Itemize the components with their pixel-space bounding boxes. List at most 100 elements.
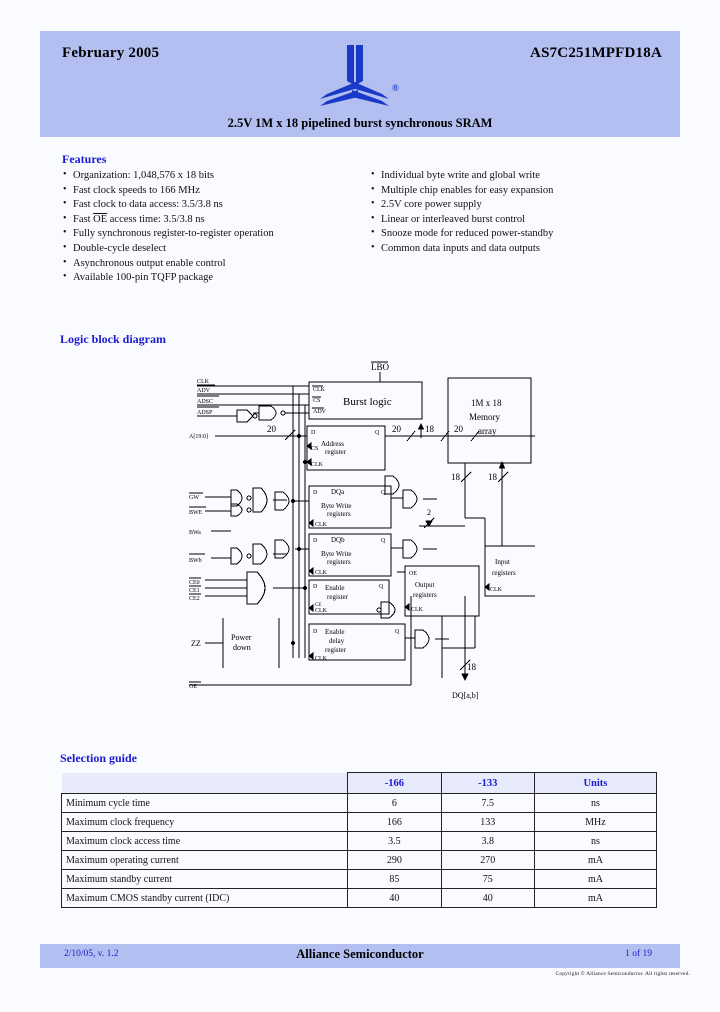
label-bus-2: 2	[427, 508, 431, 517]
tri-radial-logo-icon	[320, 45, 389, 106]
label-byte-write-b-1: Byte Write	[321, 550, 352, 558]
header-part-number: AS7C251MPFD18A	[530, 45, 662, 61]
logic-diagram-heading: Logic block diagram	[60, 332, 167, 346]
footer-company: Alliance Semiconductor	[296, 947, 424, 961]
label-memory-array-line2: Memory	[469, 412, 500, 422]
label-enable-register-2: register	[327, 593, 349, 601]
label-dqb: DQb	[331, 536, 345, 544]
label-addr-reg-cs: CS	[311, 446, 318, 452]
label-burst-adv: ADV	[313, 409, 327, 415]
footer-page-number: 1 of 19	[625, 949, 652, 959]
cell-166: 166	[347, 812, 442, 832]
label-out-reg-oe: OE	[409, 571, 417, 577]
label-adsp-input: ADSP	[197, 410, 213, 416]
feature-item: Fast clock to data access: 3.5/3.8 ns	[62, 197, 362, 213]
label-addr-reg-clk: CLK	[311, 462, 324, 468]
label-enable-delay-2: delay	[329, 637, 345, 645]
label-adv-input: ADV	[197, 388, 211, 394]
label-mem-in-18: 18	[488, 472, 498, 482]
label-lbo: LBO	[371, 362, 390, 372]
label-bwe-input: BWE	[189, 510, 203, 516]
label-in-reg-clk: CLK	[490, 587, 503, 593]
table-header: -166 -133 Units	[61, 772, 658, 794]
row-label: Minimum cycle time	[60, 793, 349, 813]
label-burst-cs: CS	[313, 398, 320, 404]
label-ce0-input: CE0	[189, 580, 200, 586]
label-zz-input: ZZ	[191, 639, 201, 648]
cell-166: 40	[347, 888, 442, 908]
label-en-reg-ce: CE	[315, 603, 321, 608]
oe-overline-label: OE	[93, 213, 108, 225]
cell-166: 85	[347, 869, 442, 889]
company-logo: ®	[310, 37, 410, 109]
label-dq-out-18: 18	[467, 662, 477, 672]
label-en-reg-clk: CLK	[315, 608, 328, 614]
table-row: Maximum clock frequency 166 133 MHz	[60, 812, 658, 832]
label-input-registers-1: Input	[495, 558, 510, 566]
cell-133: 3.8	[440, 831, 535, 851]
label-gw-input: GW	[189, 495, 199, 501]
footer-copyright: Copyright © Alliance Semiconductor. All …	[555, 971, 690, 977]
logic-block-diagram: LBO CLK CS ADV Burst logic CLK ADV ADSC	[175, 358, 535, 723]
table-header-row: -166 -133 Units	[61, 772, 658, 794]
cell-166: 3.5	[347, 831, 442, 851]
cell-units: mA	[533, 888, 658, 908]
label-bw-b-clk: CLK	[315, 570, 328, 576]
row-label: Maximum standby current	[60, 869, 349, 889]
label-input-registers-2: registers	[492, 569, 516, 577]
cell-133: 40	[440, 888, 535, 908]
label-address-register: Address	[321, 440, 344, 448]
column-header-166: -166	[347, 772, 442, 794]
label-addr-reg-d: D	[311, 430, 316, 436]
column-header-units: Units	[533, 772, 658, 794]
table-row: Minimum cycle time 6 7.5 ns	[60, 793, 658, 813]
features-heading: Features	[62, 152, 107, 166]
cell-166: 6	[347, 793, 442, 813]
label-address-bus: A[19:0]	[189, 434, 208, 440]
label-bus-18: 18	[425, 424, 435, 434]
label-burst-clk: CLK	[313, 387, 326, 393]
table-body: Minimum cycle time 6 7.5 ns Maximum cloc…	[60, 793, 658, 908]
logic-block-diagram-svg: LBO CLK CS ADV Burst logic CLK ADV ADSC	[189, 361, 535, 700]
label-address-register-2: register	[325, 448, 347, 456]
label-clk-input: CLK	[197, 379, 210, 385]
label-addr-reg-q: Q	[375, 430, 380, 436]
label-adsc-input: ADSC	[197, 399, 213, 405]
label-memory-array-line1: 1M x 18	[471, 398, 502, 408]
label-en-reg-d: D	[313, 584, 318, 590]
cell-units: mA	[533, 850, 658, 870]
label-output-registers-1: Output	[415, 581, 435, 589]
label-enable-delay-1: Enable	[325, 628, 344, 636]
label-byte-write-b-2: registers	[327, 558, 351, 566]
registered-trademark-icon: ®	[392, 83, 399, 93]
label-out-reg-clk: CLK	[411, 607, 424, 613]
label-bus-20-b: 20	[392, 424, 402, 434]
label-output-registers-2: registers	[413, 591, 437, 599]
label-endly-reg-d: D	[313, 629, 318, 635]
label-endly-reg-clk: CLK	[315, 656, 328, 662]
label-ce2-input: CE2	[189, 596, 200, 602]
features-list-left: Organization: 1,048,576 x 18 bits Fast c…	[62, 168, 362, 286]
feature-item: Asynchronous output enable control	[62, 256, 362, 272]
feature-item: Fast clock speeds to 166 MHz	[62, 183, 362, 199]
label-memory-array-line3: array	[478, 426, 497, 436]
feature-item: Fully synchronous register-to-register o…	[62, 226, 362, 242]
footer-revision: 2/10/05, v. 1.2	[64, 949, 119, 959]
feature-item: Multiple chip enables for easy expansion	[370, 183, 680, 199]
selection-guide-heading: Selection guide	[60, 751, 137, 765]
label-bw-b-d: D	[313, 538, 318, 544]
feature-item: Available 100-pin TQFP package	[62, 270, 362, 286]
row-label: Maximum CMOS standby current (IDC)	[60, 888, 349, 908]
page-header-band: February 2005 AS7C251MPFD18A ® 2.5V 1M x…	[40, 31, 680, 137]
label-power-down-1: Power	[231, 633, 252, 642]
features-list-right: Individual byte write and global write M…	[370, 168, 680, 257]
label-oe-input: OE	[189, 684, 197, 690]
column-header-blank	[61, 772, 349, 794]
cell-133: 7.5	[440, 793, 535, 813]
feature-item: Individual byte write and global write	[370, 168, 680, 184]
cell-units: ns	[533, 793, 658, 813]
row-label: Maximum clock frequency	[60, 812, 349, 832]
selection-guide-table: -166 -133 Units Minimum cycle time 6 7.5…	[60, 772, 658, 908]
column-header-133: -133	[440, 772, 535, 794]
cell-166: 290	[347, 850, 442, 870]
